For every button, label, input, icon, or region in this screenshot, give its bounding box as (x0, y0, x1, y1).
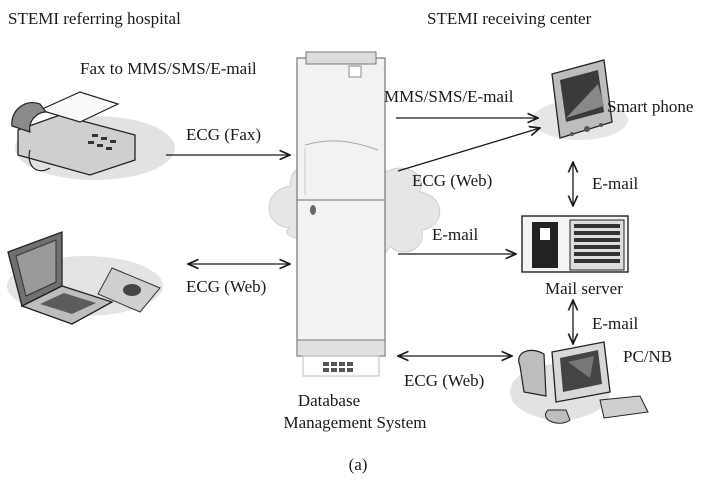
pda-phone-icon (532, 59, 628, 140)
edge-db-to-phone-web: ECG (Web) (397, 128, 540, 190)
edge-label-ecg-fax: ECG (Fax) (186, 125, 261, 144)
mail-server-caption: Mail server (545, 279, 623, 298)
figure-label: (a) (349, 455, 368, 474)
edge-laptop-db: ECG (Web) (186, 264, 290, 296)
database-caption-line1: Database (298, 391, 360, 410)
edge-label-ecg-web-laptop: ECG (Web) (186, 277, 266, 296)
edge-label-email-phone: E-mail (592, 174, 639, 193)
edge-phone-mail: E-mail (573, 162, 639, 206)
edge-label-email-pc: E-mail (592, 314, 639, 333)
edge-label-email-db: E-mail (432, 225, 479, 244)
fax-machine-icon (11, 91, 175, 180)
smartphone-caption: Smart phone (607, 97, 693, 116)
database-caption-line2: Management System (283, 413, 426, 432)
mail-server-icon (521, 215, 629, 273)
edge-label-ecg-web-pc: ECG (Web) (404, 371, 484, 390)
desktop-computer-icon (510, 341, 649, 424)
header-referring-hospital: STEMI referring hospital (8, 9, 181, 28)
server-tower-icon (296, 51, 386, 377)
header-receiving-center: STEMI receiving center (427, 9, 592, 28)
edge-fax-to-db: ECG (Fax) (166, 125, 290, 155)
edge-db-to-phone-mms: MMS/SMS/E-mail (384, 87, 538, 118)
fax-caption: Fax to MMS/SMS/E-mail (80, 59, 257, 78)
edge-label-ecg-web-phone: ECG (Web) (412, 171, 492, 190)
edge-db-pc: ECG (Web) (398, 356, 512, 390)
pc-caption: PC/NB (623, 347, 672, 366)
laptop-icon (7, 231, 163, 325)
edge-mail-pc: E-mail (573, 300, 639, 344)
edge-label-mms-sms-email: MMS/SMS/E-mail (384, 87, 514, 106)
edge-db-to-mail: E-mail (398, 225, 516, 254)
